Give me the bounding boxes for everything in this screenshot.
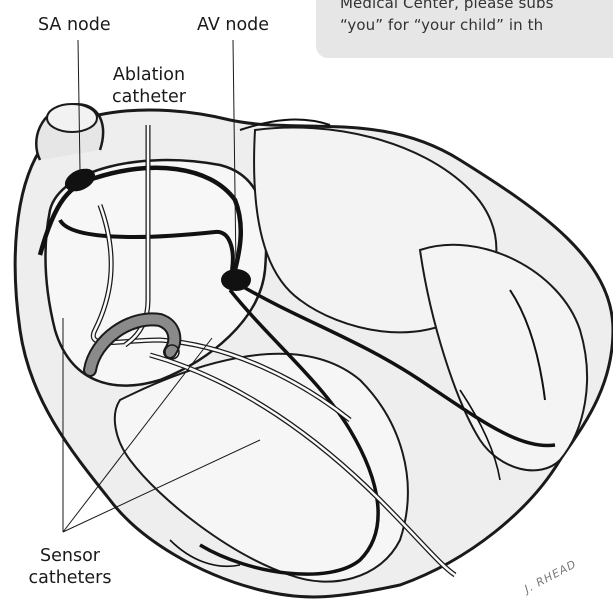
av-node: [221, 269, 251, 291]
label-ablation-line-2: catheter: [100, 86, 198, 108]
label-sensor-catheters: Sensor catheters: [28, 545, 112, 589]
label-ablation-catheter: Ablation catheter: [100, 64, 198, 108]
right-ventricle: [115, 354, 408, 582]
label-sensor-line-1: Sensor: [28, 545, 112, 567]
label-ablation-line-1: Ablation: [100, 64, 198, 86]
label-av-node: AV node: [197, 14, 269, 36]
label-sensor-line-2: catheters: [28, 567, 112, 589]
vessel-opening: [47, 104, 97, 132]
note-text-line-1: Medical Center, please subs: [340, 0, 554, 12]
note-text-line-2: “you” for “your child” in th: [340, 16, 543, 34]
label-sa-node: SA node: [38, 14, 111, 36]
